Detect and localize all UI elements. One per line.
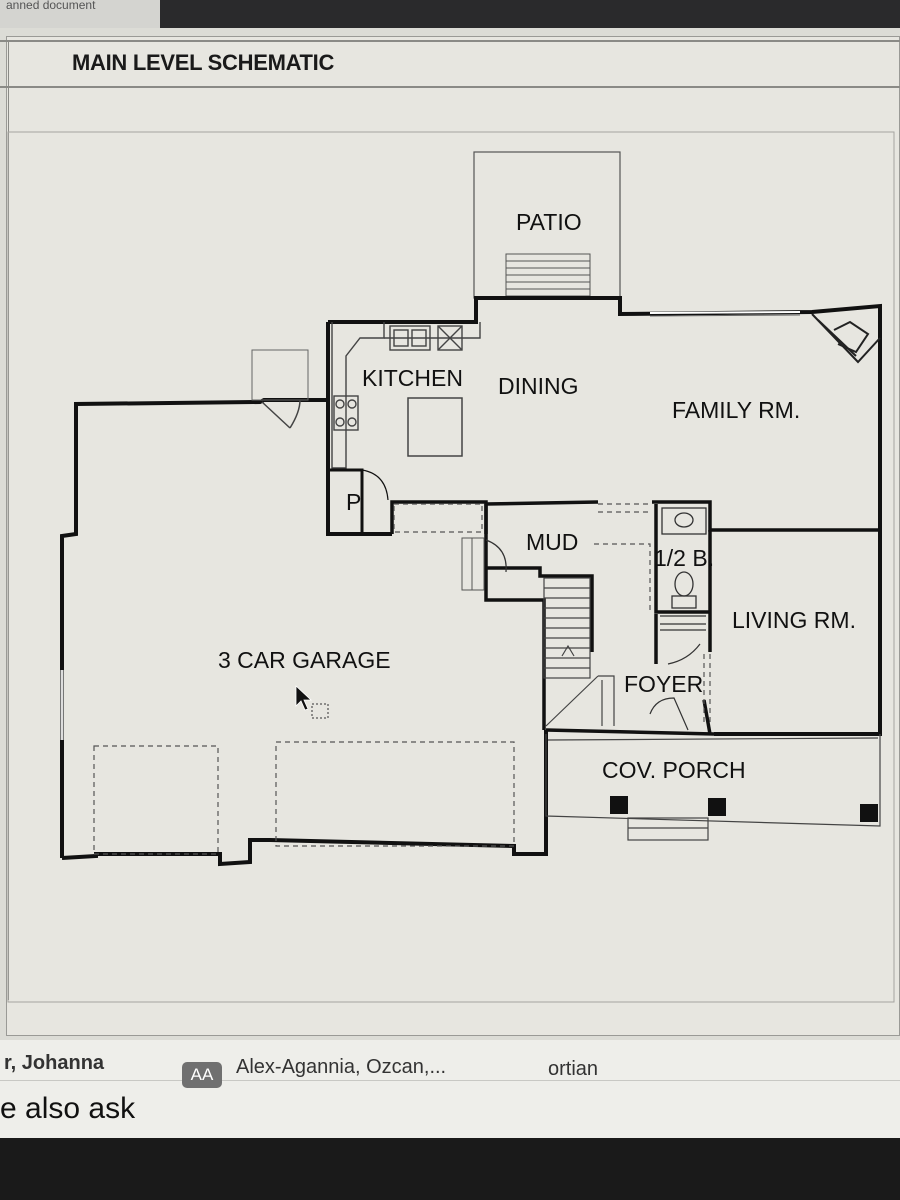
- participant-names[interactable]: Alex-Agannia, Ozcan,...: [236, 1056, 447, 1078]
- family-window-line: [649, 314, 801, 317]
- plan-frame: [7, 131, 895, 1003]
- covered-porch: [545, 734, 881, 841]
- garage-doors: [93, 741, 515, 855]
- family-window: [649, 311, 801, 314]
- page-below-sheet: r, Johanna AA Alex-Agannia, Ozcan,... or…: [0, 1040, 900, 1140]
- garage-entry-steps: [461, 537, 485, 591]
- patio-steps: [505, 253, 591, 297]
- sheet-title: MAIN LEVEL SCHEMATIC: [72, 50, 335, 75]
- mud-door-swing: [485, 539, 507, 573]
- document-tab-label: anned document: [6, 0, 96, 12]
- front-door-swing: [649, 697, 689, 731]
- avatar[interactable]: AA: [182, 1062, 222, 1088]
- room-label-foyer: FOYER: [624, 671, 703, 697]
- schematic-sheet: [6, 36, 900, 1036]
- garage-side-door-swing: [261, 399, 301, 429]
- participant-row: r, Johanna AA Alex-Agannia, Ozcan,... or…: [0, 1040, 900, 1088]
- monitor-bezel-bottom: [0, 1138, 900, 1200]
- sheet-title-bar: MAIN LEVEL SCHEMATIC: [0, 40, 900, 88]
- garage-stoop: [251, 349, 309, 401]
- document-tab[interactable]: anned document: [0, 0, 160, 28]
- floor-plan: PATIO KITCHEN DINING FAMILY RM. P. MUD 1…: [7, 131, 895, 1003]
- room-label-porch: COV. PORCH: [602, 757, 746, 783]
- room-label-family: FAMILY RM.: [672, 397, 800, 423]
- room-label-kitchen: KITCHEN: [362, 365, 463, 391]
- stairs: [543, 577, 615, 727]
- fireplace: [811, 313, 881, 364]
- room-label-garage: 3 CAR GARAGE: [218, 647, 391, 673]
- pantry-walls: [328, 468, 389, 534]
- room-label-dining: DINING: [498, 373, 579, 399]
- bath-door-swing: [667, 643, 701, 665]
- kitchen-island: [407, 397, 463, 457]
- screen: [0, 28, 900, 1138]
- porch-columns: [610, 796, 878, 822]
- dashed-openings: [393, 503, 711, 722]
- participant-name-right[interactable]: ortian: [548, 1058, 599, 1080]
- room-label-half-bath: 1/2 B.: [654, 545, 714, 571]
- room-label-mud: MUD: [526, 529, 578, 555]
- mouse-cursor-icon: [295, 685, 329, 719]
- room-label-pantry: P.: [346, 489, 365, 515]
- half-bath-fixtures: [660, 507, 707, 631]
- participant-name[interactable]: r, Johanna: [4, 1052, 105, 1074]
- garage-walls: [60, 398, 548, 867]
- kitchen-counters: [331, 322, 481, 469]
- exterior-walls: [326, 296, 882, 736]
- room-label-patio: PATIO: [516, 209, 582, 235]
- people-also-ask-heading: e also ask: [0, 1092, 136, 1125]
- room-label-living: LIVING RM.: [732, 607, 856, 633]
